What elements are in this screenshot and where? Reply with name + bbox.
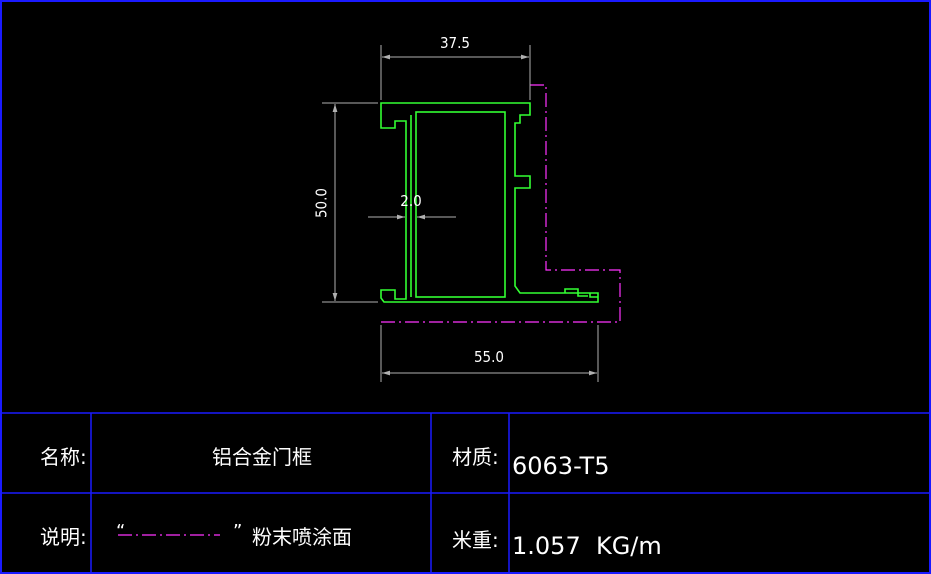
dim-bottom-label: 55.0: [474, 348, 504, 366]
note-quote-open: “: [116, 521, 125, 542]
title-block-grid: [0, 412, 931, 574]
dim-wall-label: 2.0: [400, 192, 421, 210]
material-label: 材质:: [452, 445, 499, 469]
weight-label: 米重:: [452, 528, 499, 552]
door-frame-profile: [380, 102, 599, 303]
note-label: 说明:: [40, 525, 87, 549]
name-value: 铝合金门框: [212, 445, 312, 469]
weight-value: 1.057 KG/m: [512, 532, 662, 560]
dim-left-label: 50.0: [313, 188, 331, 218]
profile-bottom-hook: [564, 288, 588, 297]
profile-right-lip: [589, 293, 598, 298]
phantom-outline: [380, 84, 621, 323]
dim-top-label: 37.5: [440, 34, 470, 52]
note-value: 粉末喷涂面: [252, 525, 352, 549]
name-label: 名称:: [40, 445, 87, 469]
dimensions: [322, 45, 599, 382]
profile-inner-cavity: [415, 111, 506, 298]
material-value: 6063-T5: [512, 452, 609, 480]
profile-outer-contour: [380, 102, 599, 303]
note-quote-close: ”: [233, 521, 242, 542]
